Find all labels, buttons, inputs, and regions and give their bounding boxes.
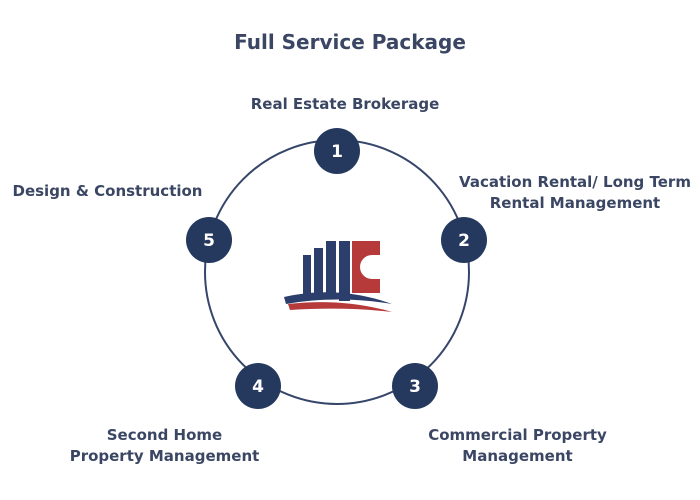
node-number: 4 (252, 377, 264, 397)
node-label-4: Second Home Property Management (52, 425, 277, 467)
node-label-3: Commercial Property Management (410, 425, 625, 467)
node-label-line: Vacation Rental/ Long Term (459, 173, 691, 191)
node-2: 2 (441, 217, 487, 263)
node-1: 1 (314, 128, 360, 174)
building-wave-logo-icon (284, 241, 392, 312)
node-label-1: Real Estate Brokerage (200, 94, 490, 115)
node-label-line: Management (462, 447, 573, 465)
node-number: 5 (203, 231, 215, 251)
node-number: 1 (331, 142, 343, 162)
node-label-line: Design & Construction (12, 182, 203, 200)
page-title: Full Service Package (234, 30, 466, 54)
node-number: 2 (458, 231, 470, 251)
node-5: 5 (186, 217, 232, 263)
node-number: 3 (409, 377, 421, 397)
node-label-line: Real Estate Brokerage (250, 95, 440, 113)
cycle-ring (204, 139, 470, 405)
node-label-line: Second Home (106, 426, 223, 444)
node-label-line: Property Management (69, 447, 260, 465)
node-label-line: Rental Management (489, 194, 661, 212)
node-label-5: Design & Construction (10, 181, 205, 202)
node-4: 4 (235, 363, 281, 409)
node-label-2: Vacation Rental/ Long Term Rental Manage… (450, 172, 700, 214)
node-3: 3 (392, 363, 438, 409)
node-label-line: Commercial Property (428, 426, 607, 444)
